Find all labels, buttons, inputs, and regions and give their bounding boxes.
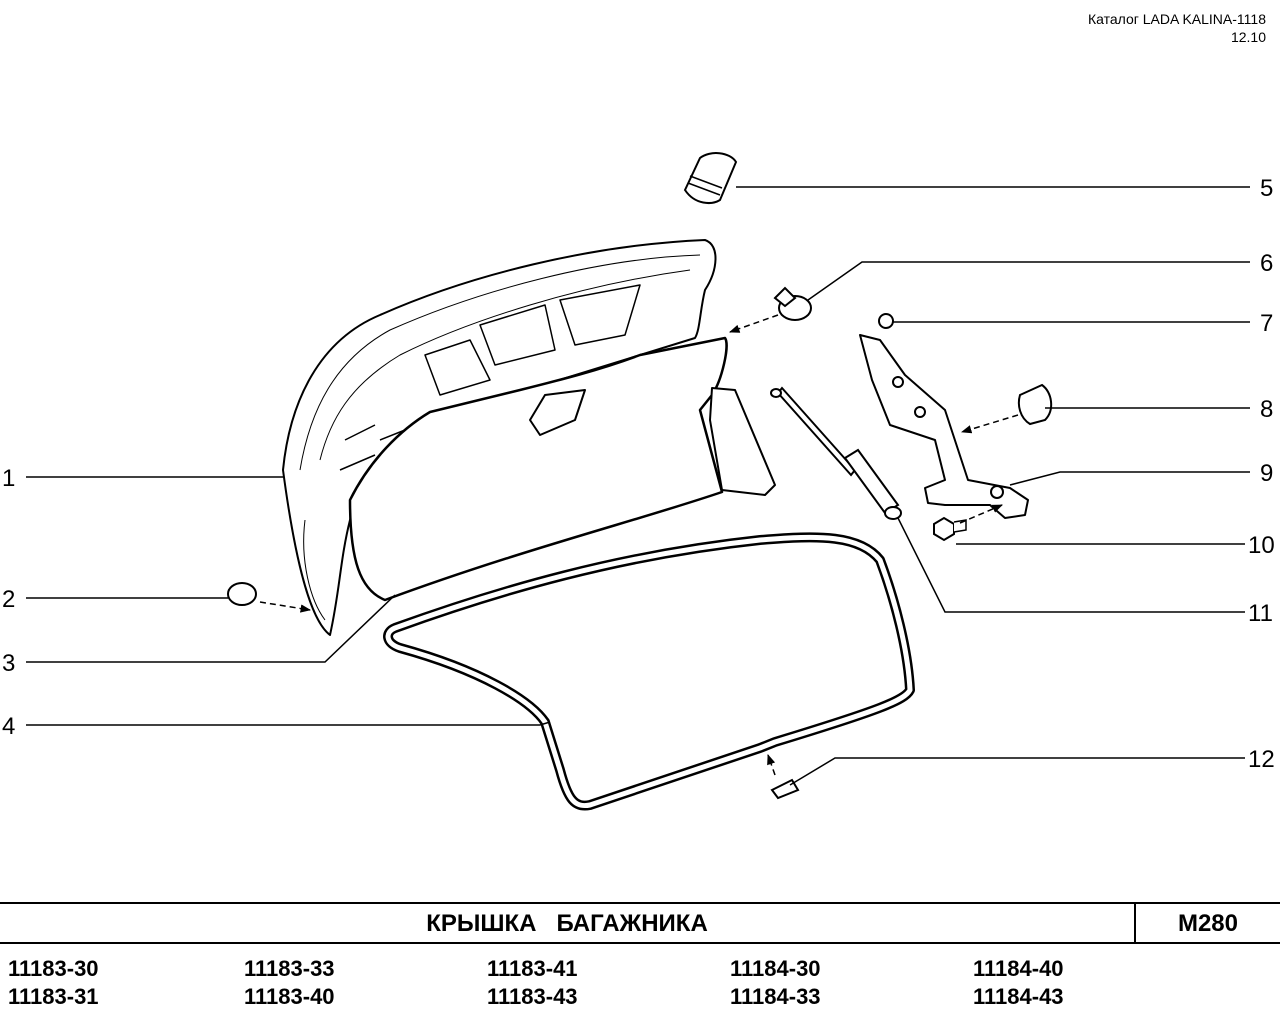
callout-9: 9 [1260,460,1273,487]
model-code: 11183-31 [8,984,99,1009]
model-code: 11183-33 [244,956,335,981]
model-code: 11183-30 [8,956,99,981]
catalog-name: Каталог LADA KALINA-1118 [1087,11,1266,27]
catalog-header: Каталог LADA KALINA-1118 12.10 [1088,10,1266,46]
trunk-lid-panel [282,239,717,636]
model-column: 11183-41 11183-43 [487,955,578,1011]
callout-numbers: 1 2 3 4 5 6 7 8 9 10 11 12 [2,175,1275,773]
cap-part [1017,383,1053,426]
callout-1: 1 [2,465,15,492]
model-code: 11184-43 [973,984,1064,1009]
bolt-part [933,516,967,542]
callout-8: 8 [1260,396,1273,423]
callout-4: 4 [2,713,15,740]
callout-11: 11 [1248,600,1273,627]
model-code: 11183-43 [487,984,578,1009]
callout-10: 10 [1248,532,1275,559]
page-title: КРЫШКА БАГАЖНИКА [426,910,708,937]
clip-part [773,286,812,321]
callout-6: 6 [1260,250,1273,277]
callout-12: 12 [1248,746,1275,773]
model-column: 11184-40 11184-43 [973,955,1064,1011]
assembly-arrows [259,314,1019,776]
plug-part [227,582,257,606]
model-column: 11183-30 11183-31 [8,955,99,1011]
model-code: 11184-30 [730,956,821,981]
model-code: 11184-33 [730,984,821,1009]
model-column: 11184-30 11184-33 [730,955,821,1011]
catalog-date: 12.10 [1230,29,1266,45]
callout-7: 7 [1260,310,1273,337]
page-code: М280 [1177,910,1239,937]
side-trim-piece [709,387,776,496]
callout-3: 3 [2,650,15,677]
callout-2: 2 [2,586,15,613]
leader-lines [26,186,1250,786]
title-divider [1134,904,1136,942]
gas-strut [770,386,902,520]
trunk-seal [383,532,915,811]
callout-5: 5 [1260,175,1273,202]
exploded-parts-diagram: 1 2 3 4 5 6 7 8 9 10 11 12 [2,152,1275,811]
model-column: 11183-33 11183-40 [244,955,335,1011]
model-code: 11184-40 [973,956,1064,981]
title-block: КРЫШКА БАГАЖНИКА М280 [0,902,1280,944]
model-code: 11183-40 [244,984,335,1009]
rubber-stopper [683,152,738,204]
model-code: 11183-41 [487,956,578,981]
nut-part [878,313,894,329]
model-list: 11183-30 11183-31 11183-33 11183-40 1118… [0,955,1280,1015]
